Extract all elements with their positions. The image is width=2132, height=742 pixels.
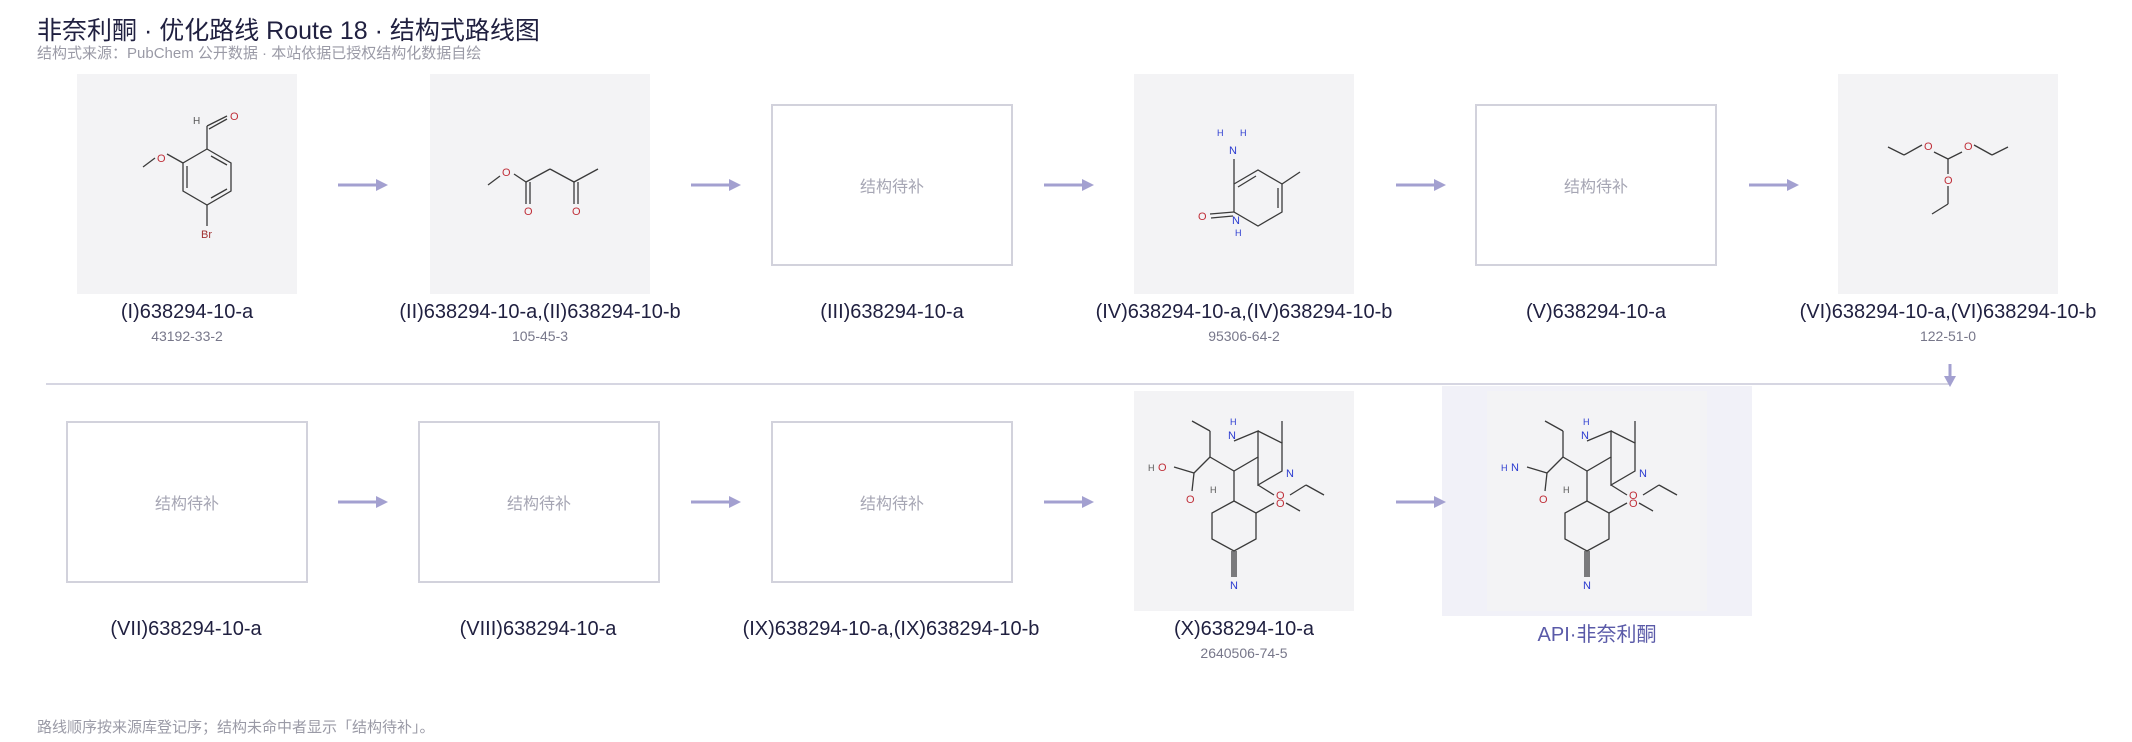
node-9-label: (IX)638294-10-a,(IX)638294-10-b (742, 618, 1040, 640)
atom-o: O (1964, 141, 1973, 153)
atom-h: H (1583, 417, 1590, 427)
atom-h: H (1217, 128, 1224, 138)
atom-h: H (1563, 485, 1570, 495)
node-7-label: (VII)638294-10-a (110, 618, 262, 640)
node-1-cas: 43192-33-2 (151, 328, 223, 344)
atom-h: H (1501, 463, 1508, 473)
node-10-label: (X)638294-10-a (1173, 618, 1315, 640)
page-subtitle: 结构式来源：PubChem 公开数据 · 本站依据已授权结构化数据自绘 (37, 45, 482, 62)
row-wrap-arrow (1940, 364, 1960, 388)
reaction-arrow (1044, 177, 1094, 193)
atom-n: N (1639, 468, 1647, 480)
row-connector-line (46, 383, 1950, 385)
reaction-arrow (1044, 494, 1094, 510)
atom-br: Br (201, 229, 212, 241)
structure-4-image: N H H O N H (1134, 74, 1354, 294)
atom-n: N (1229, 145, 1237, 157)
node-6-label: (VI)638294-10-a,(VI)638294-10-b (1799, 301, 2097, 323)
node-1-label: (I)638294-10-a (120, 301, 254, 323)
atom-o: O (1924, 141, 1933, 153)
placeholder-text: 结构待补 (859, 179, 924, 196)
structure-2-image: O O O (430, 74, 650, 294)
node-5-label: (V)638294-10-a (1525, 301, 1667, 323)
reaction-arrow (338, 177, 388, 193)
atom-n: N (1232, 215, 1240, 227)
structure-7-placeholder: 结构待补 (66, 421, 308, 583)
placeholder-text: 结构待补 (154, 496, 219, 513)
node-2-label: (II)638294-10-a,(II)638294-10-b (399, 301, 681, 323)
atom-o: O (230, 111, 239, 123)
atom-o: O (157, 153, 166, 165)
page-title: 非奈利酮 · 优化路线 Route 18 · 结构式路线图 (37, 17, 540, 45)
structure-5-placeholder: 结构待补 (1475, 104, 1717, 266)
node-4-label: (IV)638294-10-a,(IV)638294-10-b (1095, 301, 1393, 323)
atom-n: N (1581, 430, 1589, 442)
structure-6-image: O O O (1838, 74, 2058, 294)
header: 非奈利酮 · 优化路线 Route 18 · 结构式路线图 结构式来源：PubC… (37, 14, 540, 63)
node-10-cas: 2640506-74-5 (1200, 645, 1288, 661)
atom-h: H (1235, 228, 1242, 238)
atom-h: H (193, 116, 200, 127)
node-3-label: (III)638294-10-a (820, 301, 964, 323)
structure-3-placeholder: 结构待补 (771, 104, 1013, 266)
structure-api-image: N H N N H O H O O N (1487, 391, 1707, 611)
atom-o: O (502, 167, 511, 179)
structure-8-placeholder: 结构待补 (418, 421, 660, 583)
atom-h: H (1230, 417, 1237, 427)
api-label: API·非奈利酮 (1537, 624, 1657, 646)
atom-h: H (1240, 128, 1247, 138)
atom-o: O (1276, 490, 1285, 502)
atom-h: H (1210, 485, 1217, 495)
atom-n: N (1583, 580, 1591, 592)
atom-o: O (572, 206, 581, 218)
atom-n: N (1511, 462, 1519, 474)
atom-o: O (1158, 462, 1167, 474)
atom-n: N (1228, 430, 1236, 442)
node-2-cas: 105-45-3 (511, 328, 569, 344)
atom-o: O (1629, 498, 1638, 510)
atom-o: O (524, 206, 533, 218)
footer-note: 路线顺序按来源库登记序；结构未命中者显示「结构待补」。 (37, 719, 435, 736)
reaction-arrow (1396, 177, 1446, 193)
atom-n: N (1230, 580, 1238, 592)
atom-o: O (1539, 494, 1548, 506)
structure-1-image: O H O Br (77, 74, 297, 294)
reaction-arrow (338, 494, 388, 510)
reaction-arrow (691, 494, 741, 510)
reaction-arrow (1749, 177, 1799, 193)
node-6-cas: 122-51-0 (1919, 328, 1977, 344)
atom-n: N (1286, 468, 1294, 480)
node-4-cas: 95306-64-2 (1208, 328, 1280, 344)
structure-10-image: N H N O H O H O O N (1134, 391, 1354, 611)
structure-9-placeholder: 结构待补 (771, 421, 1013, 583)
reaction-arrow (1396, 494, 1446, 510)
placeholder-text: 结构待补 (859, 496, 924, 513)
atom-h: H (1148, 463, 1155, 473)
reaction-arrow (691, 177, 741, 193)
atom-o: O (1198, 211, 1207, 223)
placeholder-text: 结构待补 (506, 496, 571, 513)
placeholder-text: 结构待补 (1563, 179, 1628, 196)
node-8-label: (VIII)638294-10-a (459, 618, 617, 640)
atom-o: O (1276, 498, 1285, 510)
atom-o: O (1186, 494, 1195, 506)
atom-o: O (1629, 490, 1638, 502)
atom-o: O (1944, 175, 1953, 187)
